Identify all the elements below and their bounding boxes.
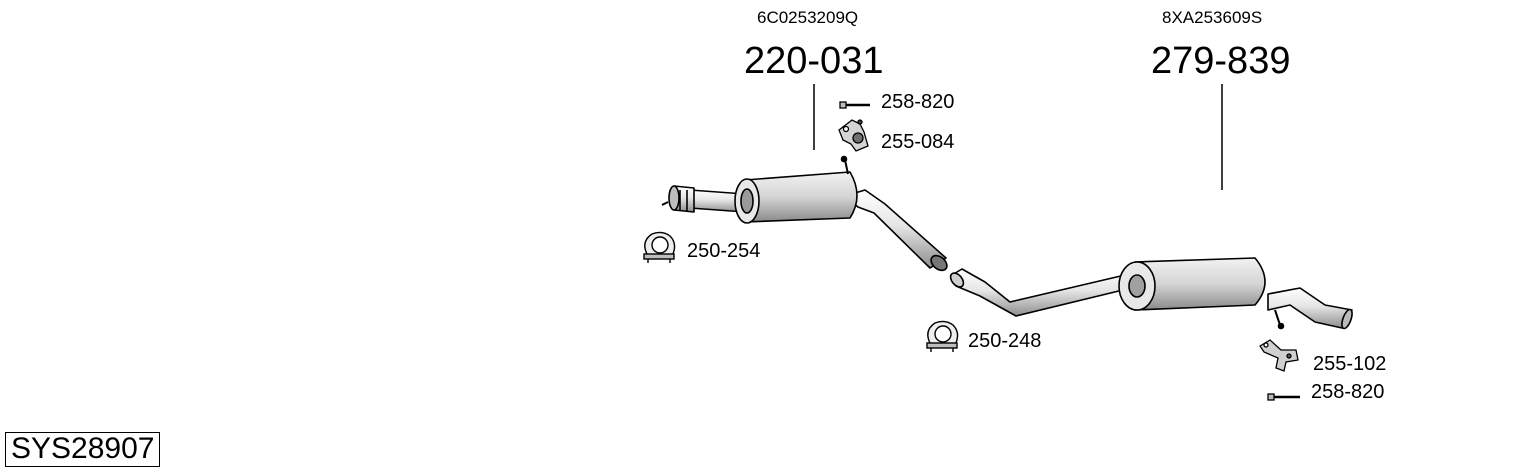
rear-assembly-part-number: 279-839 [1151,40,1291,82]
bolt-icon [839,101,870,109]
bracket-icon [1259,339,1299,372]
front-assembly-part-number: 220-031 [744,40,884,82]
rubber-hanger-icon [838,119,869,152]
front-rubber-hanger-label: 255-084 [881,131,955,153]
rear-assembly-oem-number: 8XA253609S [1162,8,1263,27]
rear-bracket-label: 255-102 [1313,353,1387,375]
front-assembly-oem-number: 6C0253209Q [757,8,859,27]
front-clamp-label: 250-254 [687,240,761,262]
middle-clamp-label: 250-248 [968,330,1042,352]
clamp-icon [926,320,959,352]
front-mount-bolt-label: 258-820 [881,91,955,113]
system-code-box: SYS28907 [5,432,161,467]
bolt-icon [1267,393,1300,401]
front-silencer-assembly [661,155,948,272]
rear-silencer-assembly [949,257,1353,330]
system-code: SYS28907 [11,432,155,465]
clamp-icon [643,231,676,263]
rear-mount-bolt-label: 258-820 [1311,381,1385,403]
